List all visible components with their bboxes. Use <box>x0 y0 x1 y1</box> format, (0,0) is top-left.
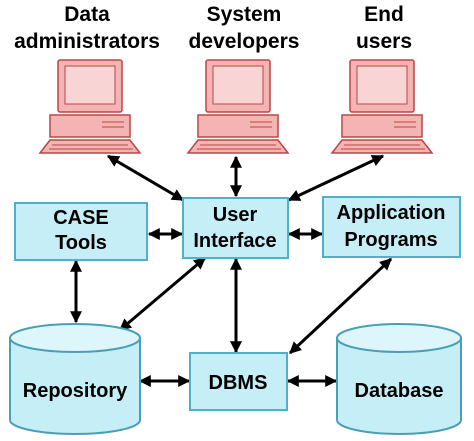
case-tools-line1: CASE <box>53 207 109 229</box>
user-label-end-users: End users <box>356 3 412 53</box>
computer-icon <box>331 59 433 154</box>
user-label-line2: developers <box>189 30 300 53</box>
user-label-line1: System <box>207 3 282 26</box>
arrow-apps-dbms <box>288 257 393 355</box>
user-label-line2: users <box>356 30 412 53</box>
dbms-box: DBMS <box>189 352 288 411</box>
database-label: Database <box>355 380 444 402</box>
repository-cylinder: Repository <box>9 323 141 435</box>
application-programs-line2: Programs <box>344 229 437 251</box>
computer-icon <box>39 59 141 154</box>
application-programs-line1: Application <box>337 202 446 224</box>
user-interface-line1: User <box>213 204 258 226</box>
repository-label: Repository <box>23 380 128 402</box>
user-label-line1: Data <box>64 3 110 26</box>
arrow-admin-ui <box>106 154 185 202</box>
user-label-line2: administrators <box>14 30 160 53</box>
user-label-data-administrators: Data administrators <box>14 3 160 53</box>
user-label-line1: End <box>364 3 404 26</box>
user-interface-box: User Interface <box>182 197 289 259</box>
case-tools-line2: Tools <box>55 232 107 254</box>
user-interface-line2: Interface <box>193 230 276 252</box>
dbms-label: DBMS <box>209 372 268 394</box>
arrow-ui-repository <box>119 256 206 332</box>
case-tools-box: CASE Tools <box>14 202 148 261</box>
database-cylinder: Database <box>336 323 462 435</box>
arrow-enduser-ui <box>287 154 385 202</box>
application-programs-box: Application Programs <box>322 196 461 258</box>
computer-icon <box>187 59 289 154</box>
user-label-system-developers: System developers <box>189 3 300 53</box>
